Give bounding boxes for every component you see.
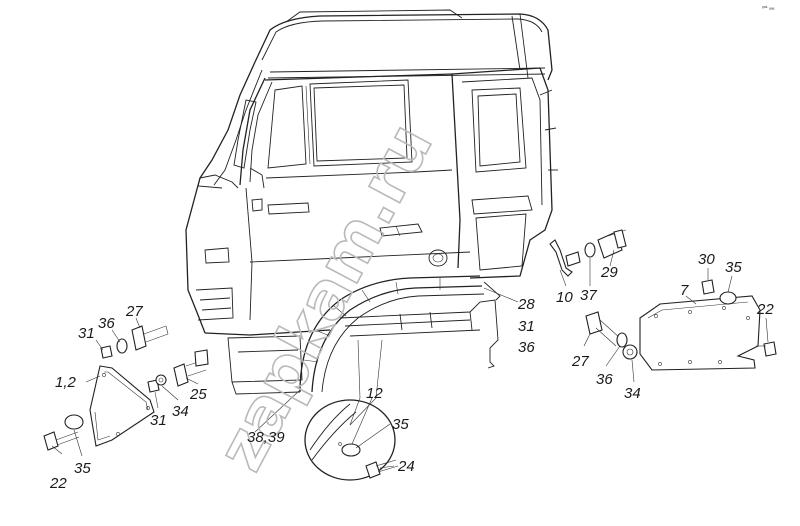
watermark-text: zapkam.ru bbox=[204, 112, 448, 482]
callout-7: 7 bbox=[680, 282, 689, 299]
callout-36: 36 bbox=[518, 339, 535, 356]
callout-1-2: 1,2 bbox=[55, 374, 77, 391]
callout-10: 10 bbox=[556, 289, 573, 306]
callout-labels: 1,2 35 22 31 36 27 31 34 25 38,39 12 35 … bbox=[49, 251, 774, 492]
rear-mudflap-assembly bbox=[585, 279, 777, 371]
front-mudflap-assembly bbox=[43, 325, 209, 451]
leader-lines bbox=[51, 249, 769, 469]
callout-24: 24 bbox=[397, 458, 415, 475]
corner-mark: ᵍᵃᵏ ₐₐₐ bbox=[762, 5, 775, 11]
detail-view-circle bbox=[304, 399, 399, 481]
callout-22: 22 bbox=[756, 301, 774, 318]
callout-34: 34 bbox=[624, 385, 641, 402]
callout-29: 29 bbox=[600, 264, 618, 281]
callout-34: 34 bbox=[172, 403, 189, 420]
callout-31: 31 bbox=[518, 318, 535, 335]
callout-35: 35 bbox=[392, 416, 409, 433]
callout-12: 12 bbox=[366, 385, 383, 402]
callout-25: 25 bbox=[189, 386, 207, 403]
callout-35: 35 bbox=[74, 460, 91, 477]
callout-38-39: 38,39 bbox=[247, 429, 285, 446]
wheel-arch-fender bbox=[299, 275, 485, 393]
truck-cab bbox=[185, 9, 558, 395]
callout-37: 37 bbox=[580, 287, 597, 304]
callout-31: 31 bbox=[78, 325, 95, 342]
watermark: zapkam.ru bbox=[203, 111, 448, 483]
callout-31: 31 bbox=[150, 412, 167, 429]
callout-36: 36 bbox=[98, 315, 115, 332]
callout-27: 27 bbox=[125, 303, 143, 320]
bracket-assembly bbox=[549, 229, 627, 277]
callout-22: 22 bbox=[49, 475, 67, 492]
callout-35: 35 bbox=[725, 259, 742, 276]
callout-36: 36 bbox=[596, 371, 613, 388]
callout-28: 28 bbox=[517, 296, 535, 313]
callout-27: 27 bbox=[571, 353, 589, 370]
callout-30: 30 bbox=[698, 251, 715, 268]
